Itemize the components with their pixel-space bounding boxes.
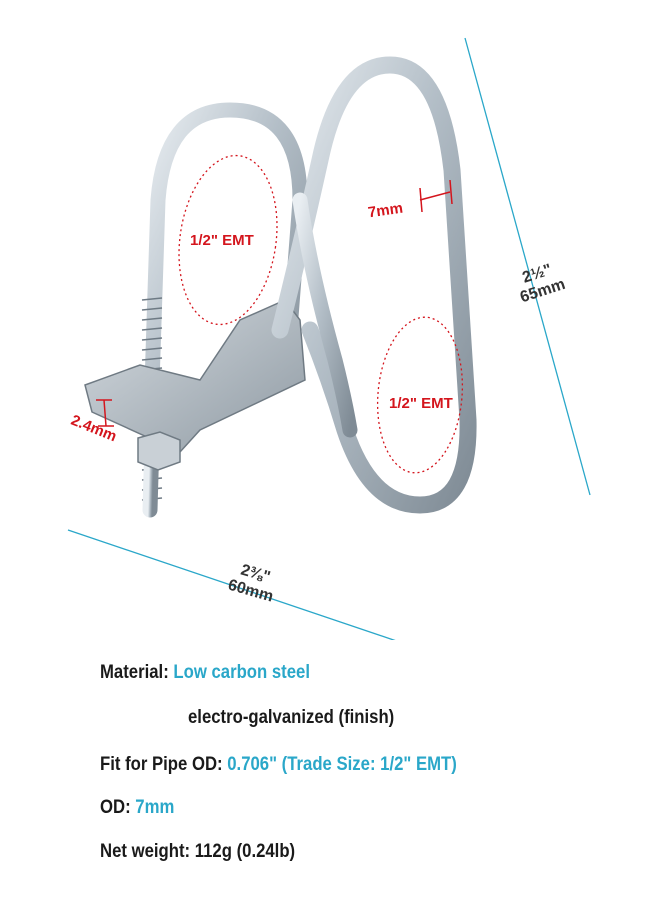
finish-value: electro-galvanized (finish)	[188, 707, 395, 728]
right-s-loop	[271, 56, 477, 514]
spec-weight: Net weight: 112g (0.24lb)	[100, 841, 295, 863]
hex-nut	[137, 431, 181, 471]
product-diagram: 1/2" EMT 1/2" EMT 7mm 2.4mm 2½" 65mm 2⅜"…	[67, 37, 591, 656]
emt-label-left: 1/2" EMT	[190, 232, 254, 249]
width-dimension-line	[67, 529, 439, 656]
loop-crossover	[292, 192, 358, 438]
material-value: Low carbon steel	[173, 662, 310, 683]
spec-fit: Fit for Pipe OD: 0.706" (Trade Size: 1/2…	[100, 754, 457, 776]
emt-outline-left	[178, 154, 278, 326]
height-dimension-line	[464, 37, 591, 496]
clamp-illustration	[67, 37, 591, 656]
rod-dimension-marker	[419, 191, 451, 201]
plate-dimension-marker	[103, 399, 107, 427]
od-key: OD:	[100, 797, 131, 818]
emt-outline-right	[376, 316, 464, 474]
emt-label-right: 1/2" EMT	[389, 395, 453, 412]
fit-value: 0.706" (Trade Size: 1/2" EMT)	[227, 754, 457, 775]
spec-finish: electro-galvanized (finish)	[188, 707, 394, 729]
od-value: 7mm	[135, 797, 175, 818]
weight-value: Net weight: 112g (0.24lb)	[100, 841, 296, 862]
left-u-bolt	[142, 102, 308, 453]
spec-od: OD: 7mm	[100, 797, 174, 819]
material-key: Material:	[100, 662, 169, 683]
fit-key: Fit for Pipe OD:	[100, 754, 223, 775]
spec-material: Material: Low carbon steel	[100, 662, 310, 684]
